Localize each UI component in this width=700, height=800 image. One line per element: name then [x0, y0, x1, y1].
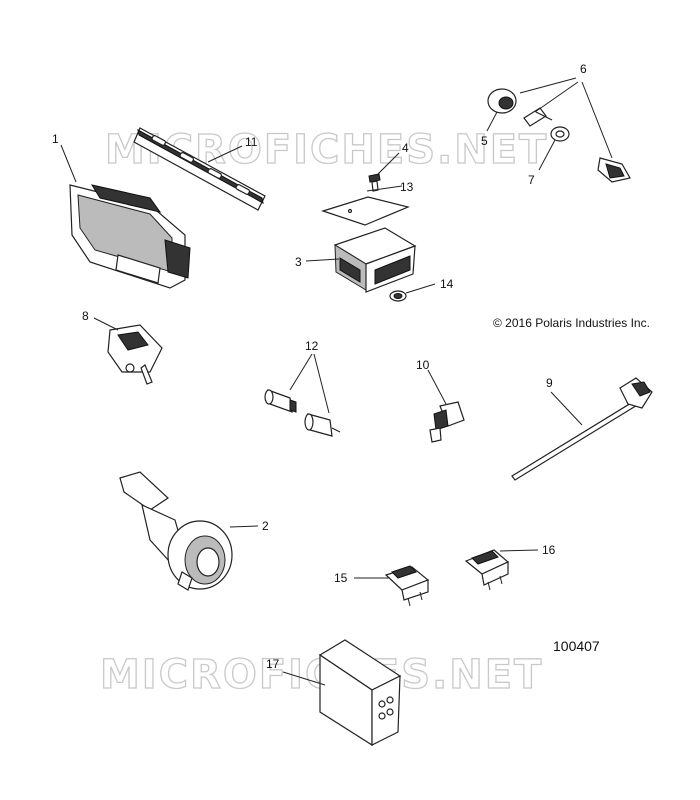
callout-16: 16	[542, 543, 556, 557]
part-14-grommet	[389, 290, 407, 302]
part-2-bulb-socket	[119, 471, 233, 591]
part-1-ecu-module	[69, 184, 191, 289]
part-6-switch-connector	[597, 157, 631, 183]
part-4-screw	[368, 173, 381, 192]
part-8-sensor	[107, 324, 163, 385]
callout-17: 17	[266, 657, 280, 671]
callout-4: 4	[402, 141, 409, 155]
part-17-box	[318, 639, 402, 747]
callout-1: 1	[52, 132, 59, 146]
diagram-number: 100407	[553, 638, 600, 654]
part-10-temp-sensor	[429, 401, 465, 443]
callout-14: 14	[440, 277, 454, 291]
part-11-bracket	[133, 127, 266, 211]
callout-9: 9	[546, 376, 553, 390]
part-16-rocker-switch	[464, 549, 510, 591]
leader-lines	[60, 77, 613, 686]
part-7-nut	[550, 126, 570, 142]
callout-15: 15	[334, 571, 348, 585]
part-6-key	[523, 107, 553, 127]
callout-12: 12	[305, 339, 319, 353]
callout-10: 10	[416, 358, 430, 372]
part-15-rocker-switch	[384, 565, 430, 607]
callout-6: 6	[580, 62, 587, 76]
part-3-relay-box	[333, 227, 417, 293]
part-12-plug-a	[264, 389, 297, 413]
callout-5: 5	[481, 134, 488, 148]
copyright-text: © 2016 Polaris Industries Inc.	[493, 316, 650, 330]
part-5-switch-body	[487, 88, 517, 114]
callout-3: 3	[295, 255, 302, 269]
callout-13: 13	[400, 180, 414, 194]
callout-2: 2	[262, 519, 269, 533]
callout-8: 8	[82, 309, 89, 323]
part-9-probe	[511, 377, 653, 481]
callout-7: 7	[528, 173, 535, 187]
part-12-plug-b	[304, 413, 341, 437]
callout-11: 11	[245, 135, 258, 149]
part-13-plate	[321, 196, 410, 226]
